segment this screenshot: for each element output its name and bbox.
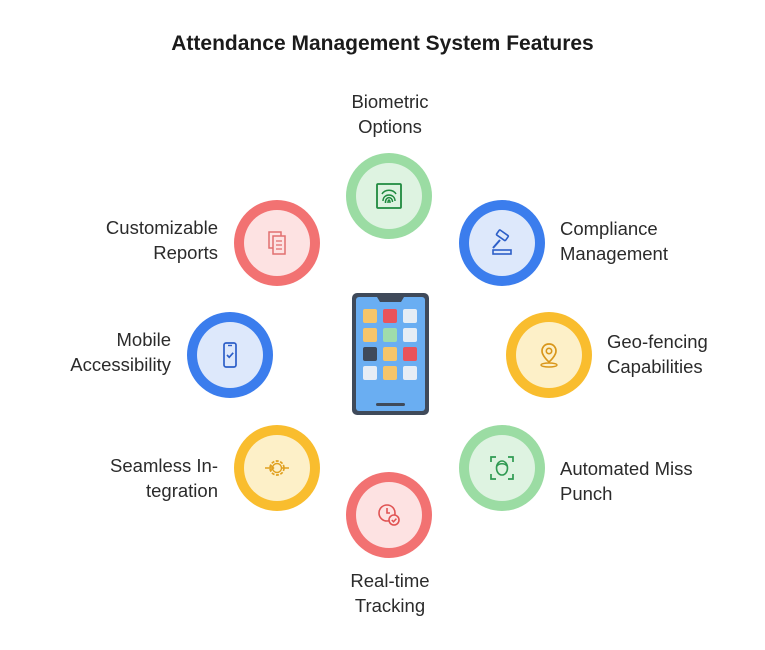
feature-label-integration: Seamless In- tegration [110,455,218,501]
app-tile [363,328,377,342]
feature-ring-inner [197,322,263,388]
mobile-check-icon [223,342,237,368]
feature-ring-inner [356,163,422,229]
feature-ring-mobile [187,312,273,398]
feature-label-realtime: Real-time Tracking [350,570,430,616]
home-bar [376,403,405,406]
page-title: Attendance Management System Features [171,32,594,55]
app-tile [403,328,417,342]
feature-ring-realtime [346,472,432,558]
feature-ring-integration [234,425,320,511]
feature-label-miss-punch: Automated Miss Punch [560,458,693,504]
app-tile [363,309,377,323]
fingerprint-icon [376,183,402,209]
feature-label-reports: Customizable Reports [105,217,218,263]
feature-ring-inner [469,435,535,501]
feature-ring-inner [356,482,422,548]
gavel-icon [492,229,512,255]
app-tile [363,366,377,380]
app-grid [363,309,417,380]
clock-check-icon [378,504,400,526]
phone-notch [377,297,404,302]
feature-ring-inner [469,210,535,276]
app-tile [403,309,417,323]
app-tile [403,347,417,361]
feature-label-mobile: Mobile Accessibility [70,329,171,375]
feature-ring-inner [516,322,582,388]
feature-ring-compliance [459,200,545,286]
feature-ring-miss-punch [459,425,545,511]
documents-icon [268,231,286,255]
feature-ring-inner [244,435,310,501]
app-tile [403,366,417,380]
app-tile [383,328,397,342]
feature-label-compliance: Compliance Management [560,218,668,264]
location-pin-icon [540,343,558,368]
app-tile [363,347,377,361]
app-tile [383,347,397,361]
feature-label-biometric: Biometric Options [351,91,429,137]
feature-ring-inner [244,210,310,276]
feature-label-geofencing: Geo-fencing Capabilities [607,331,708,377]
face-scan-icon [490,456,514,480]
app-tile [383,366,397,380]
app-tile [383,309,397,323]
smartphone-icon [352,293,429,415]
gear-arrows-icon [265,460,289,476]
feature-ring-geofencing [506,312,592,398]
feature-ring-biometric [346,153,432,239]
feature-ring-reports [234,200,320,286]
